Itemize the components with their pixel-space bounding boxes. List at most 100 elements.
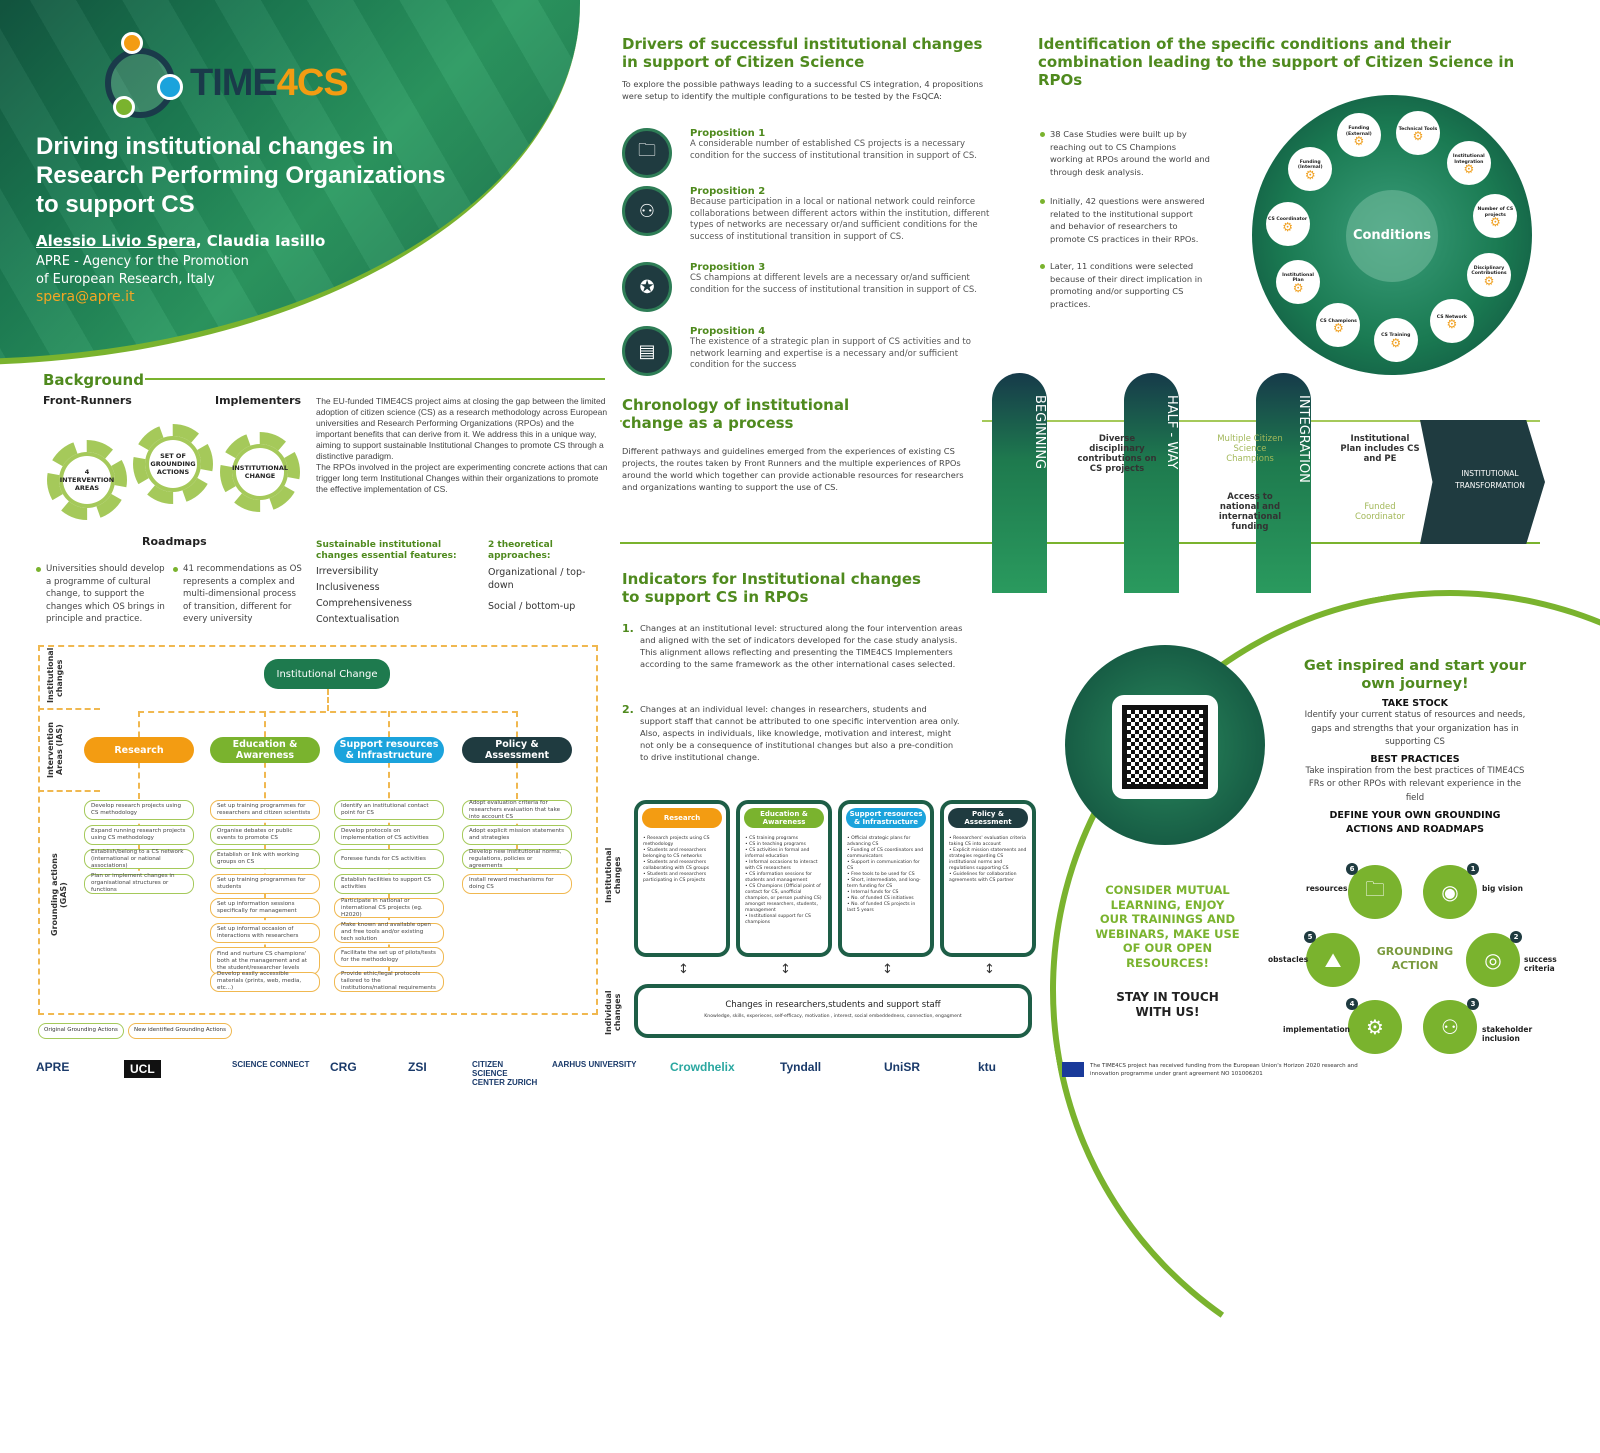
logo-text: TIME4CS: [190, 62, 349, 104]
double-arrow-icon: ↕: [678, 962, 689, 977]
area-3: Policy & Assessment: [462, 737, 572, 763]
partner-logo: UniSR: [884, 1060, 920, 1074]
condition-node: Funding (Internal)⚙: [1288, 147, 1333, 192]
condition-icon: ⚙: [1412, 129, 1424, 144]
folder-gear-icon: 🗀: [622, 128, 672, 178]
indicator-point-1: Changes at an institutional level: struc…: [640, 623, 963, 669]
row-label: Grounding actions (GAS): [50, 853, 68, 937]
chronology-item: Multiple Citizen Science Champions: [1217, 434, 1283, 464]
grounding-action-item: Organise debates or public events to pro…: [210, 824, 320, 845]
qr-code[interactable]: [1112, 695, 1218, 799]
eu-flag-icon: [1062, 1062, 1084, 1077]
stage-integration: INTEGRATION: [1256, 373, 1311, 593]
condition-icon: ⚙: [1282, 219, 1293, 234]
condition-icon: ⚙: [1333, 321, 1344, 336]
institutional-change-node: Institutional Change: [264, 659, 390, 689]
condition-icon: ⚙: [1463, 162, 1475, 177]
grounding-action-item: Establish/belong to a CS network (intern…: [84, 849, 194, 869]
grounding-action-item: Expand running research projects using C…: [84, 824, 194, 845]
grounding-action-item: Make known and available open and free t…: [334, 922, 444, 943]
chronology-item: Access to national and international fun…: [1218, 492, 1282, 532]
stay-in-touch: STAY IN TOUCH WITH US!: [1116, 990, 1219, 1019]
grounding-action-center: GROUNDING ACTION: [1376, 945, 1454, 972]
transformation-label: INSTITUTIONAL TRANSFORMATION: [1455, 469, 1525, 490]
grounding-action-item: Adopt explicit mission statements and st…: [462, 824, 572, 845]
approaches-list: 2 theoretical approaches: Organizational…: [488, 540, 586, 612]
features-list: Sustainable institutional changes essent…: [316, 540, 457, 625]
step-label: obstacles: [1268, 955, 1309, 964]
grounding-step-resources-icon: 🗀: [1348, 865, 1402, 919]
grounding-step-stakeholder-inclusion-icon: ⚇: [1423, 1000, 1477, 1054]
grounding-action-item: Develop easily accessible materials (pri…: [210, 971, 320, 992]
grounding-action-item: Develop research projects using CS metho…: [84, 800, 194, 820]
funding-text: The TIME4CS project has received funding…: [1090, 1063, 1358, 1077]
indicator-box: ResearchResearch projects using CS metho…: [634, 800, 730, 957]
condition-node: Number of CS projects⚙: [1473, 194, 1518, 239]
gear-grounding-actions: SET OF GROUNDING ACTIONS: [133, 424, 213, 504]
background-title: Background: [43, 371, 144, 389]
background-bullet: 41 recommendations as OS represents a co…: [173, 563, 305, 626]
grounding-action-item: Set up informal occasion of interactions…: [210, 922, 320, 943]
grounding-action-item: Identify an institutional contact point …: [334, 800, 444, 820]
identification-bullet: 38 Case Studies were built up by reachin…: [1040, 128, 1210, 178]
chronology-title: Chronology of institutional change as a …: [622, 396, 850, 432]
condition-node: CS Network⚙: [1429, 299, 1474, 344]
partner-logo: Crowdhelix: [670, 1060, 735, 1074]
chronology-text: Different pathways and guidelines emerge…: [622, 446, 964, 492]
grounding-action-item: Establish facilities to support CS activ…: [334, 873, 444, 894]
grounding-action-item: Develop new institutional norms, regulat…: [462, 849, 572, 869]
condition-node: CS Training⚙: [1373, 317, 1418, 362]
email-link[interactable]: spera@apre.it: [36, 289, 135, 305]
indicator-box: Support resources & InfrastructureOffici…: [838, 800, 934, 957]
partner-logo: CRG: [330, 1060, 357, 1074]
partner-logo: ktu: [978, 1060, 996, 1074]
partner-logo: APRE: [36, 1060, 70, 1074]
cta-text: CONSIDER MUTUAL LEARNING, ENJOY OUR TRAI…: [1095, 883, 1240, 970]
step-number: 2: [1510, 931, 1522, 943]
area-0: Research: [84, 737, 194, 763]
double-arrow-icon: ↕: [984, 962, 995, 977]
grounding-actions-diagram: [38, 645, 598, 1015]
transformation-arrow: [1420, 420, 1545, 544]
poster-title: Driving institutional changes in Researc…: [36, 133, 446, 218]
condition-icon: ⚙: [1489, 215, 1501, 230]
condition-node: CS Champions⚙: [1316, 303, 1361, 348]
double-arrow-icon: ↕: [780, 962, 791, 977]
authors: Alessio Livio Spera, Claudia Iasillo: [36, 232, 326, 250]
area-2: Support resources & Infrastructure: [334, 737, 444, 763]
row-label: Institutional changes: [604, 847, 622, 903]
condition-icon: ⚙: [1292, 280, 1304, 295]
grounding-action-item: Set up information sessions specifically…: [210, 898, 320, 918]
step-label: resources: [1306, 884, 1348, 893]
grounding-action-item: Set up training programmes for students: [210, 873, 320, 894]
grounding-step-success-criteria-icon: ◎: [1466, 933, 1520, 987]
condition-node: Institutional Integration⚙: [1446, 141, 1491, 186]
champion-icon: ✪: [622, 262, 672, 312]
grounding-step-obstacles-icon: ⛰: [1306, 933, 1360, 987]
gear-institutional-change: INSTITUTIONAL CHANGE: [220, 432, 300, 512]
stage-beginning: BEGINNING: [992, 373, 1047, 593]
partner-logo: ZSI: [408, 1060, 427, 1074]
gear-intervention-areas: 4 INTERVENTION AREAS: [47, 440, 127, 520]
grounding-action-item: Develop protocols on implementation of C…: [334, 824, 444, 845]
grounding-step-implementation-icon: ⚙: [1348, 1000, 1402, 1054]
step-number: 5: [1304, 931, 1316, 943]
condition-icon: ⚙: [1446, 317, 1458, 332]
identification-bullet: Initially, 42 questions were answered re…: [1040, 195, 1210, 245]
grounding-action-item: Provide ethic/legal protocols tailored t…: [334, 971, 444, 992]
grounding-step-big-vision-icon: ◉: [1423, 865, 1477, 919]
grounding-action-item: Establish or link with working groups on…: [210, 849, 320, 869]
background-text: The EU-funded TIME4CS project aims at cl…: [316, 396, 608, 494]
step-label: stakeholder inclusion: [1482, 1025, 1533, 1043]
stage-half-way: HALF - WAY: [1124, 373, 1179, 593]
condition-icon: ⚙: [1353, 134, 1365, 149]
partner-logo: UCL: [124, 1060, 161, 1078]
condition-node: Funding (External)⚙: [1336, 113, 1381, 158]
partner-logo: Tyndall: [780, 1060, 822, 1074]
logo-icon: [105, 32, 183, 118]
identification-title: Identification of the specific condition…: [1038, 35, 1515, 89]
grounding-action-item: Adopt evaluation criteria for researcher…: [462, 800, 572, 820]
